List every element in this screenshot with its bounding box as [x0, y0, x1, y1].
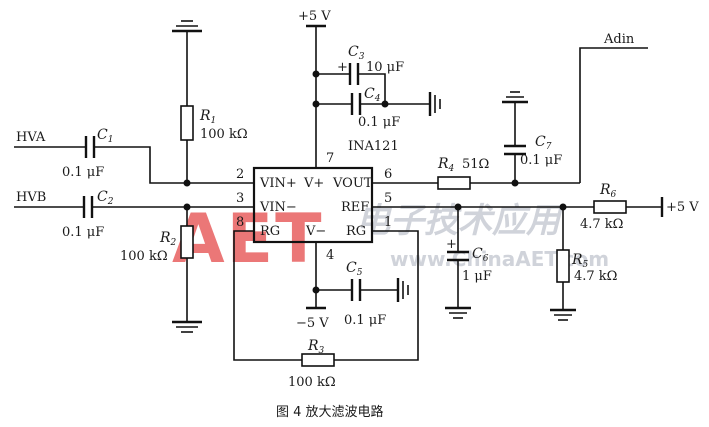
pin-vinp-label: VIN+: [259, 176, 297, 191]
pin-number-3: 3: [236, 191, 244, 206]
pin-number-7: 7: [326, 151, 334, 166]
figure-caption: 图 4 放大滤波电路: [276, 404, 384, 420]
pin-ref-label: REF: [341, 200, 369, 215]
net-adin: Adin: [603, 32, 635, 47]
ina121-body: [252, 166, 374, 244]
ground-icon-r1: [172, 20, 202, 33]
watermark: AET 电子技术应用 www.ChinaAET.com: [172, 200, 609, 279]
pin-vn-label: V−: [305, 224, 326, 239]
resistor-r4: [437, 176, 471, 190]
c6-value: 1 μF: [462, 269, 492, 284]
c2-ref: C2: [97, 189, 114, 207]
pin-vinn-label: VIN−: [259, 200, 297, 215]
r5-value: 4.7 kΩ: [574, 269, 617, 284]
ground-icon-r2: [172, 320, 202, 333]
c7-value: 0.1 μF: [520, 153, 562, 168]
supply-vplus-right: +5 V: [666, 200, 699, 215]
r5-ref: R5: [571, 252, 589, 270]
pin-number-8: 8: [236, 215, 244, 230]
pin-number-5: 5: [384, 191, 392, 206]
c5-value: 0.1 μF: [344, 313, 386, 328]
c1-value: 0.1 μF: [62, 165, 104, 180]
r2-value: 100 kΩ: [120, 249, 168, 264]
r3-ref: R3: [307, 338, 325, 356]
pin-number-6: 6: [384, 167, 392, 182]
resistor-r6: [593, 200, 627, 214]
r6-value: 4.7 kΩ: [580, 217, 623, 232]
c6-ref: C6: [472, 246, 489, 264]
pin-rg-right-label: RG: [346, 224, 366, 239]
pin-number-4: 4: [326, 248, 334, 263]
pin-number-2: 2: [236, 167, 244, 182]
resistor-r2: [180, 225, 194, 259]
watermark-url: www.ChinaAET.com: [390, 247, 609, 271]
ground-icon-c4: [428, 92, 441, 116]
wires: [14, 26, 662, 361]
c7-ref: C7: [535, 134, 552, 152]
pin-vp-label: V+: [303, 176, 324, 191]
c5-ref: C5: [346, 260, 363, 278]
r2-ref: R2: [159, 230, 177, 248]
watermark-aet: AET: [172, 200, 323, 279]
pin-rg-left-label: RG: [260, 224, 280, 239]
ground-icon-c6: [445, 306, 471, 319]
ground-icon-c7: [502, 91, 528, 104]
ground-icon-r5: [550, 308, 576, 321]
c6-plus: +: [446, 237, 457, 252]
resistor-r1: [180, 105, 194, 141]
net-hvb: HVB: [16, 190, 46, 205]
c3-plus: +: [337, 60, 348, 75]
ground-icon-c5: [396, 278, 409, 302]
r6-ref: R6: [599, 182, 617, 200]
supply-vplus: +5 V: [298, 9, 331, 24]
c4-ref: C4: [364, 86, 381, 104]
r3-value: 100 kΩ: [288, 375, 336, 390]
r1-ref: R1: [199, 108, 216, 126]
r4-ref: R4: [437, 156, 455, 174]
resistor-r5: [556, 249, 570, 283]
c3-value: 10 μF: [366, 60, 404, 75]
c2-value: 0.1 μF: [62, 225, 104, 240]
supply-vminus: −5 V: [296, 316, 329, 331]
ic-name: INA121: [348, 139, 399, 154]
pin-vout-label: VOUT: [332, 176, 373, 191]
resistor-r3: [301, 353, 335, 367]
r1-value: 100 kΩ: [200, 127, 248, 142]
c3-ref: C3: [348, 44, 365, 62]
net-hva: HVA: [16, 130, 46, 145]
c1-ref: C1: [97, 127, 113, 145]
pin-number-1: 1: [384, 215, 392, 230]
r4-value: 51Ω: [462, 157, 489, 172]
junctions: [183, 70, 567, 294]
c4-value: 0.1 μF: [358, 115, 400, 130]
